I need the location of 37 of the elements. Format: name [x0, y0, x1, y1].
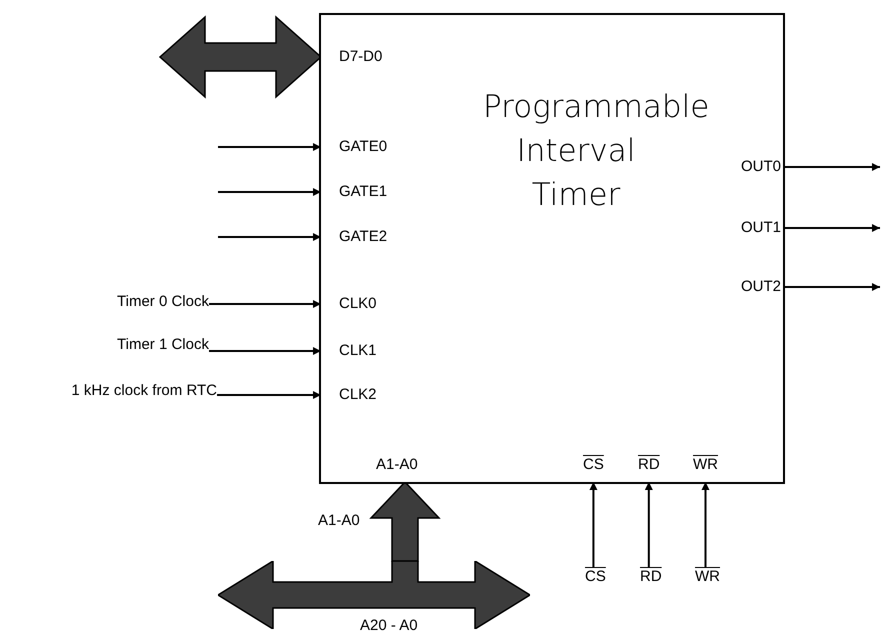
arrow: [783, 283, 880, 291]
pin-label: CLK2: [321, 386, 377, 404]
pin-label: A1-A0: [376, 456, 418, 482]
arrow: [783, 224, 880, 232]
arrow: [217, 391, 321, 399]
pin-label: GATE2: [321, 228, 388, 246]
signal-label: 1 kHz clock from RTC: [8, 382, 217, 400]
signal-label: WR: [695, 568, 720, 586]
arrow: [644, 482, 653, 568]
arrow: [783, 163, 880, 171]
arrow: [589, 482, 598, 568]
chip-title: Programmable Interval Timer: [482, 88, 710, 215]
arrow: [218, 233, 321, 241]
pin-label: RD: [638, 456, 660, 482]
pin-label: WR: [693, 456, 718, 482]
pin-label: CLK1: [321, 342, 377, 360]
signal-label: RD: [640, 568, 662, 586]
pin-label: GATE1: [321, 183, 388, 201]
bus-label: A20 - A0: [360, 617, 418, 635]
edge-label: A1-A0: [318, 512, 360, 530]
pin-label: GATE0: [321, 138, 388, 156]
arrow: [218, 188, 321, 196]
pin-label: OUT1: [740, 219, 783, 237]
arrow: [702, 482, 710, 568]
pin-label: OUT0: [740, 158, 783, 176]
signal-label: CS: [585, 568, 606, 586]
pin-label: CLK0: [321, 295, 377, 313]
pin-label: OUT2: [740, 278, 783, 296]
pin-label: CS: [583, 456, 604, 482]
chip-block: [319, 13, 785, 484]
bus-arrow: [218, 561, 530, 629]
arrow: [209, 300, 321, 308]
signal-label: Timer 0 Clock: [70, 293, 209, 311]
pin-label: D7-D0: [321, 48, 382, 66]
arrow: [209, 347, 321, 355]
signal-label: Timer 1 Clock: [70, 336, 209, 354]
arrow: [218, 143, 321, 151]
